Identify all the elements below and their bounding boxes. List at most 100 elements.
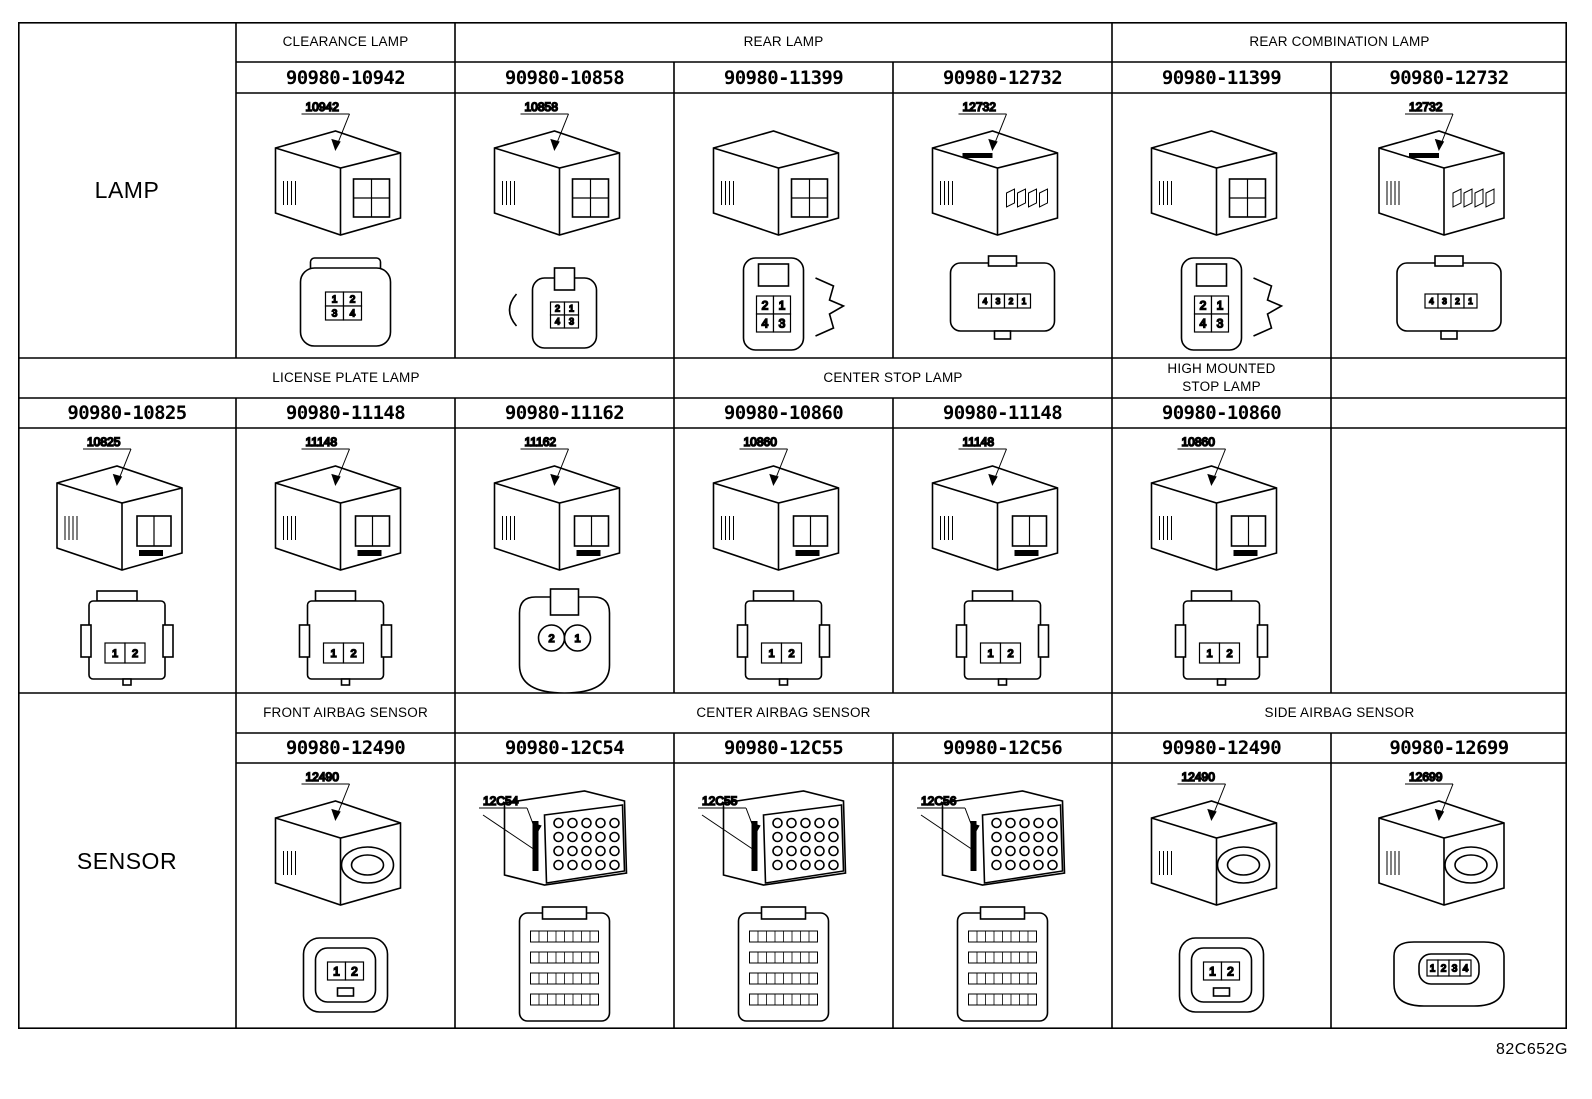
pin-number: 1	[574, 633, 580, 645]
pin-number: 3	[779, 316, 786, 330]
connector-tag-label: 12732	[1409, 100, 1443, 114]
pin-number: 1	[1468, 297, 1473, 306]
pin-cell	[563, 314, 580, 329]
connector-housing	[931, 130, 1059, 236]
pin-number: 3	[1217, 316, 1224, 330]
connector-illustration-90980-12c54: 12C54	[455, 763, 674, 1029]
pin-number: 1	[569, 304, 574, 314]
part-number-90980-10942: 90980-10942	[285, 66, 406, 89]
group-label-side-airbag-sensor: SIDE AIRBAG SENSOR	[1264, 705, 1415, 720]
pin-cell	[999, 642, 1022, 664]
pin-number: 1	[330, 648, 336, 660]
pin-number: 2	[132, 648, 138, 660]
part-number-90980-11148: 90980-11148	[942, 402, 1063, 424]
part-number-90980-10858: 90980-10858	[504, 66, 625, 89]
pin-cell	[1459, 959, 1472, 977]
part-number-90980-11162: 90980-11162	[504, 402, 625, 424]
connector-tag-label: 12699	[1409, 770, 1443, 784]
part-number-90980-12c56: 90980-12C56	[942, 737, 1063, 759]
part-number-90980-12490: 90980-12490	[1161, 737, 1282, 759]
pin-number: 3	[1452, 964, 1458, 975]
table-grid-lines	[18, 22, 1567, 1029]
connector-face	[744, 600, 823, 680]
connector-tag-label: 11148	[963, 435, 995, 449]
connector-tag-label: 10825	[87, 435, 121, 449]
group-label-high-mounted-stop-lamp: HIGH MOUNTED STOP LAMP	[1112, 358, 1331, 398]
pin-number: 1	[1430, 964, 1436, 975]
pin-cell	[1016, 293, 1032, 309]
connector-table: LAMP SENSOR CLEARANCE LAMP REAR LAMP REA…	[18, 22, 1567, 1029]
part-number-90980-12c55: 90980-12C55	[723, 737, 844, 759]
pin-number: 2	[762, 298, 769, 312]
connector-face	[306, 600, 385, 680]
pin-number: 2	[1455, 297, 1460, 306]
part-number-90980-12699: 90980-12699	[1389, 737, 1509, 759]
pin-number: 2	[1007, 648, 1013, 660]
pin-number: 4	[555, 317, 560, 327]
connector-illustration-90980-12c55: 12C55	[674, 763, 893, 1029]
connector-tag-label: 12490	[306, 770, 340, 784]
pin-number: 1	[1217, 298, 1224, 312]
connector-tag-label: 10860	[1182, 435, 1216, 449]
pin-cell	[1220, 961, 1241, 981]
pin-number: 1	[332, 295, 338, 306]
pin-number: 2	[788, 648, 794, 660]
part-number-90980-12c54: 90980-12C54	[504, 737, 625, 759]
group-label-front-airbag-sensor: FRONT AIRBAG SENSOR	[263, 705, 428, 720]
connector-drawing: 12C54	[479, 790, 628, 1022]
group-label-rear-combination-lamp: REAR COMBINATION LAMP	[1249, 34, 1430, 49]
pin-number: 1	[1209, 964, 1216, 978]
pin-cell	[124, 642, 146, 664]
connector-drawing: 12C56	[917, 790, 1066, 1022]
connector-tag-label: 12C56	[921, 794, 957, 808]
pin-number: 2	[350, 648, 356, 660]
connector-face	[963, 600, 1042, 680]
part-number-90980-12732: 90980-12732	[942, 66, 1063, 89]
pin-number: 1	[779, 298, 786, 312]
part-number-90980-12732: 90980-12732	[1389, 66, 1509, 89]
pin-number: 2	[1226, 648, 1232, 660]
pin-number: 1	[112, 648, 118, 660]
part-number-90980-12490: 90980-12490	[285, 737, 406, 759]
group-label-clearance-lamp: CLEARANCE LAMP	[282, 34, 409, 49]
connector-tag-label: 10858	[525, 100, 559, 114]
section-label-sensor: SENSOR	[76, 847, 178, 874]
pin-cell	[780, 642, 803, 664]
pin-number: 1	[768, 648, 774, 660]
pin-cell	[1210, 313, 1230, 333]
group-label-line: STOP LAMP	[1182, 379, 1261, 394]
pin-number: 4	[1429, 297, 1434, 306]
group-label-center-airbag-sensor: CENTER AIRBAG SENSOR	[696, 705, 871, 720]
pin-number: 3	[996, 297, 1001, 306]
connector-tag-label: 12C54	[483, 794, 519, 808]
group-label-rear-lamp: REAR LAMP	[743, 34, 824, 49]
connector-tag-label: 12732	[963, 100, 997, 114]
pin-cell	[1463, 293, 1478, 309]
part-number-90980-11399: 90980-11399	[1161, 66, 1282, 89]
pin-number: 3	[332, 309, 338, 320]
connector-illustration-90980-10825: 10825 1 2	[18, 428, 236, 693]
figure-id: 82C652G	[1496, 1041, 1568, 1058]
